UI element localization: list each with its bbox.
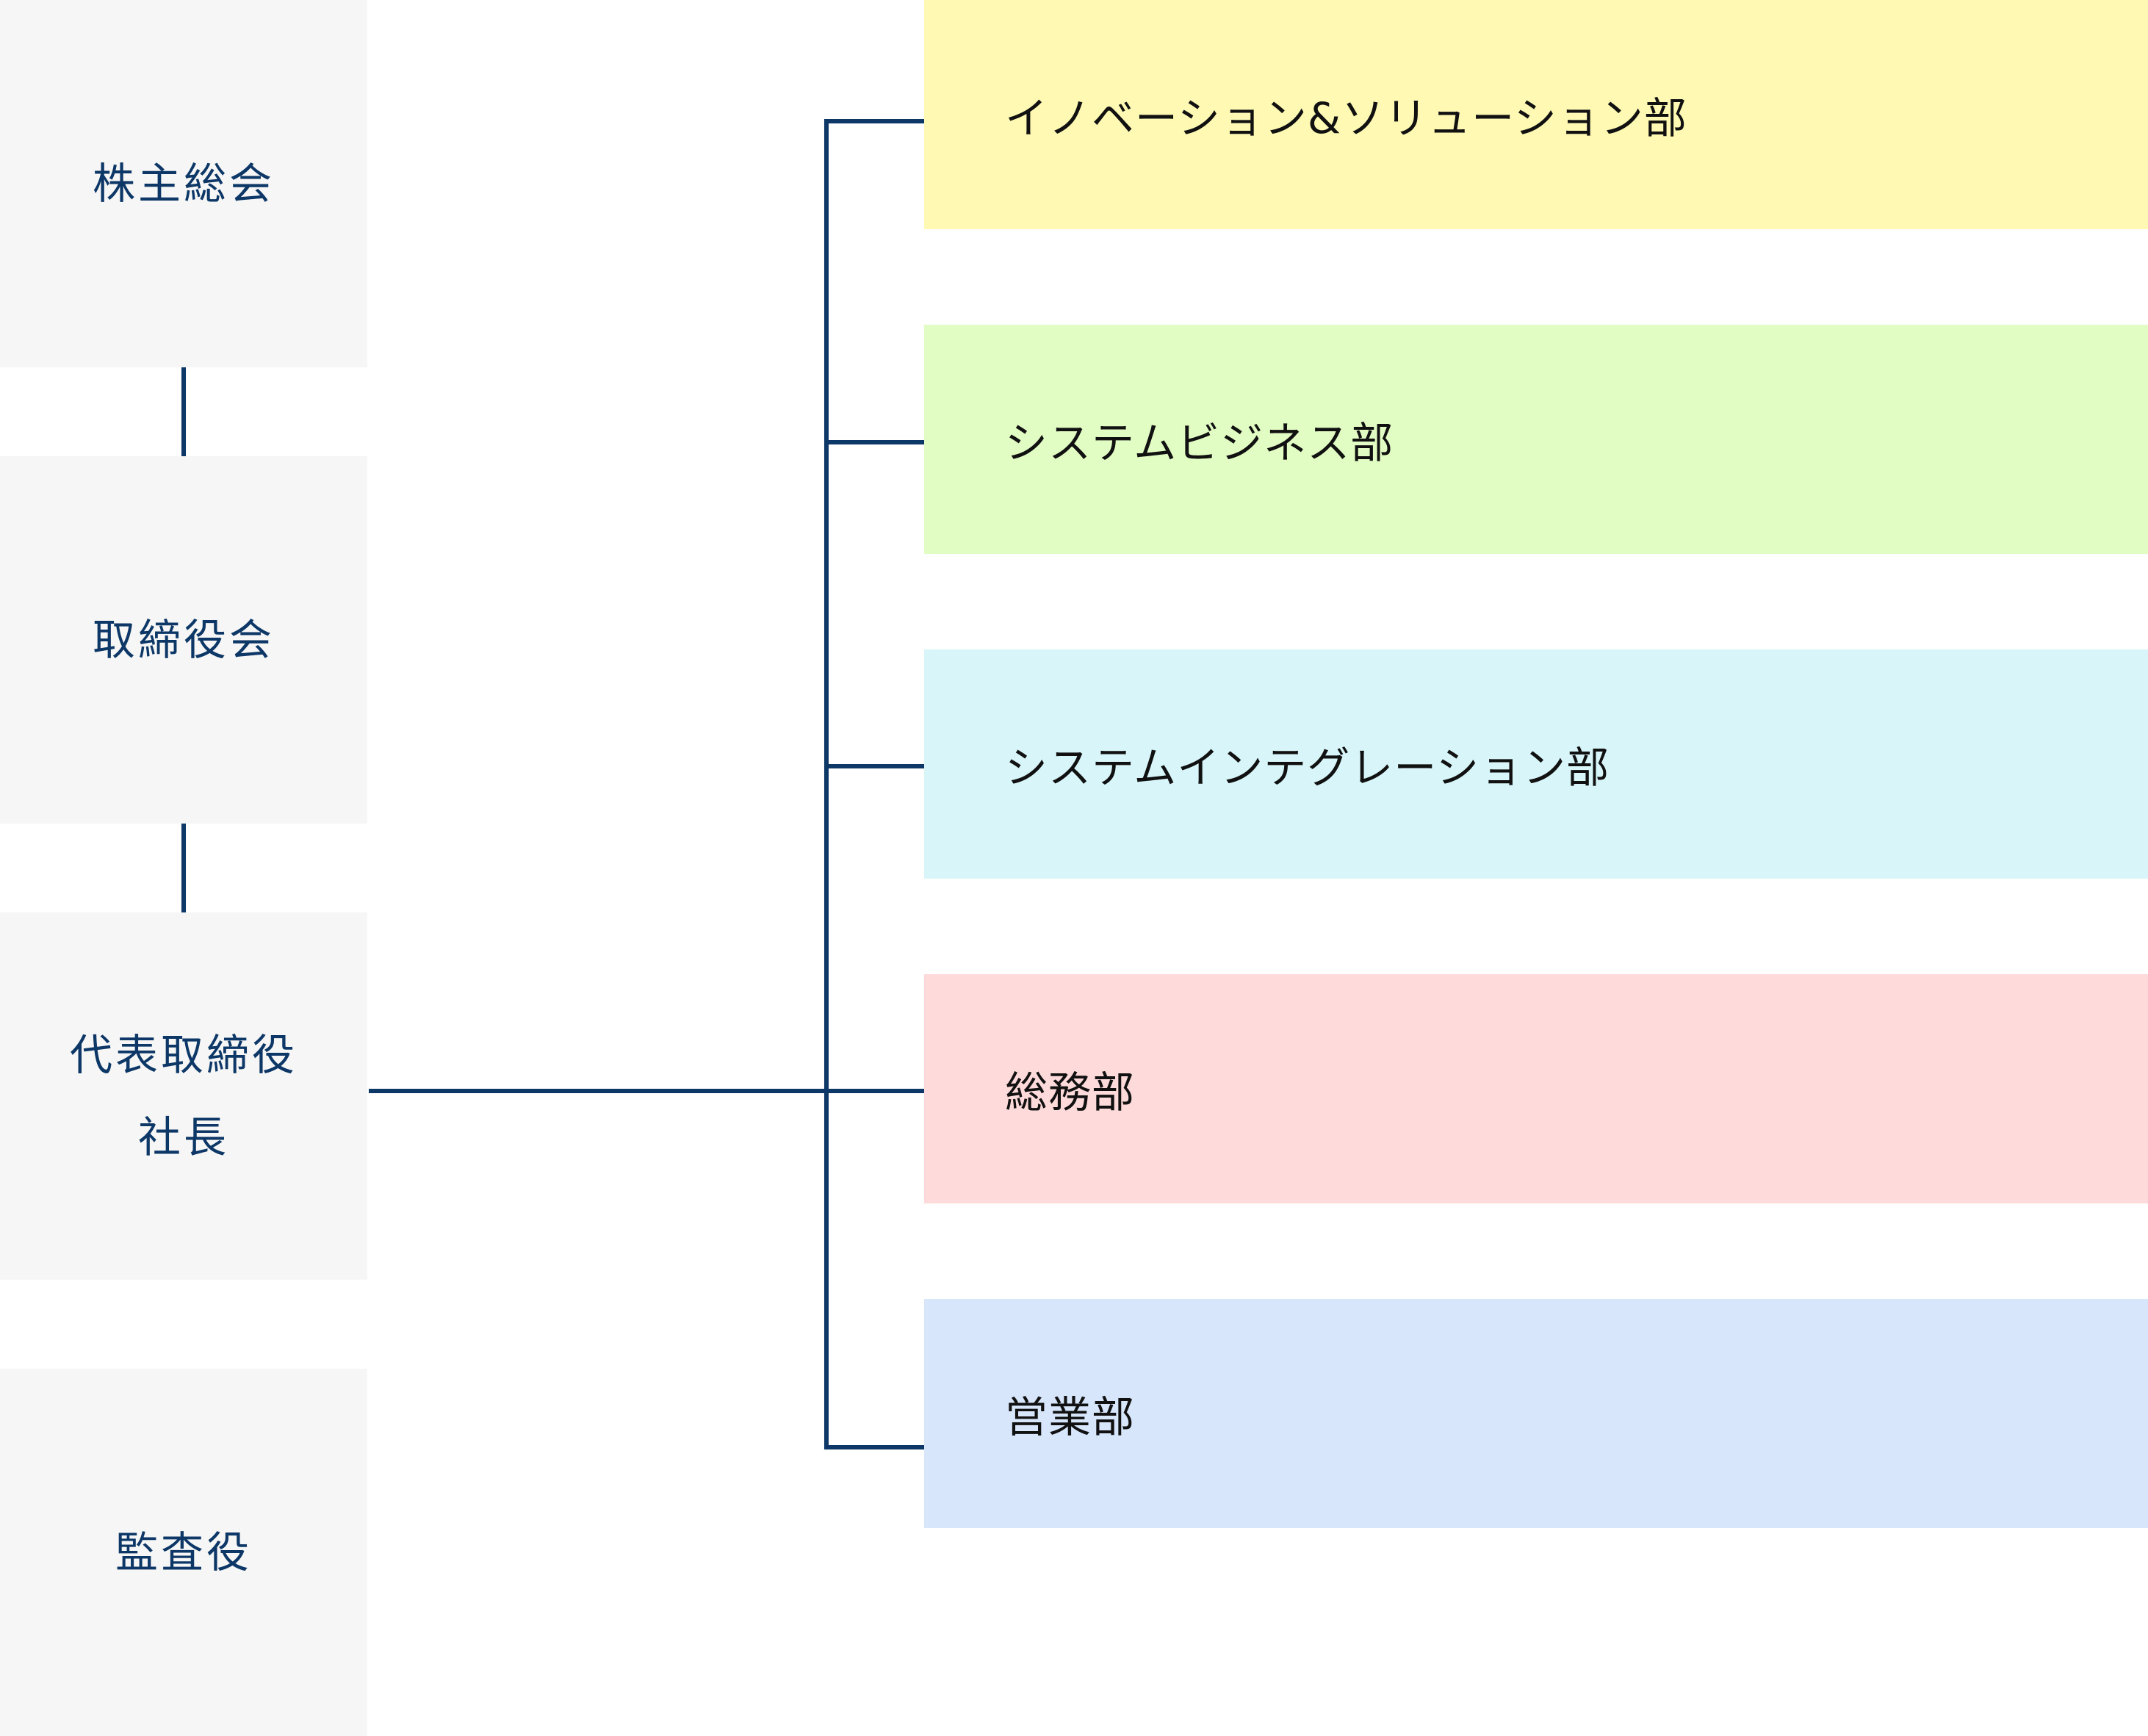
connector-vertical-spine [824,119,829,1449]
shareholders-meeting-label: 株主総会 [92,159,275,209]
connector-board-ceo [181,824,186,912]
shareholders-meeting-box: 株主総会 [0,0,367,367]
department-box-innovation-solution: イノベーション&ソリューション部 [924,0,2148,229]
connector-ceo-trunk [369,1089,829,1093]
department-box-system-integration: システムインテグレーション部 [924,649,2148,879]
connector-branch-general-affairs [824,1089,924,1093]
department-label: システムビジネス部 [1005,418,1394,468]
ceo-title-line1: 代表取締役 [69,1030,298,1080]
department-label: イノベーション&ソリューション部 [1005,93,1687,143]
connector-branch-sales [824,1445,924,1449]
department-box-system-business: システムビジネス部 [924,325,2148,554]
connector-shareholders-board [181,367,186,456]
department-label: 総務部 [1005,1067,1136,1117]
auditor-box: 監査役 [0,1369,367,1736]
department-box-general-affairs: 総務部 [924,974,2148,1203]
ceo-title-line2: 社長 [137,1112,229,1162]
department-box-sales: 営業部 [924,1299,2148,1528]
board-of-directors-box: 取締役会 [0,456,367,824]
connector-branch-innovation [824,119,924,123]
board-of-directors-label: 取締役会 [92,615,275,665]
connector-branch-system-integration [824,764,924,768]
connector-branch-system-business [824,440,924,444]
department-label: 営業部 [1005,1392,1136,1442]
department-label: システムインテグレーション部 [1005,743,1610,793]
ceo-box: 代表取締役 社長 [0,912,367,1280]
auditor-label: 監査役 [115,1527,252,1577]
